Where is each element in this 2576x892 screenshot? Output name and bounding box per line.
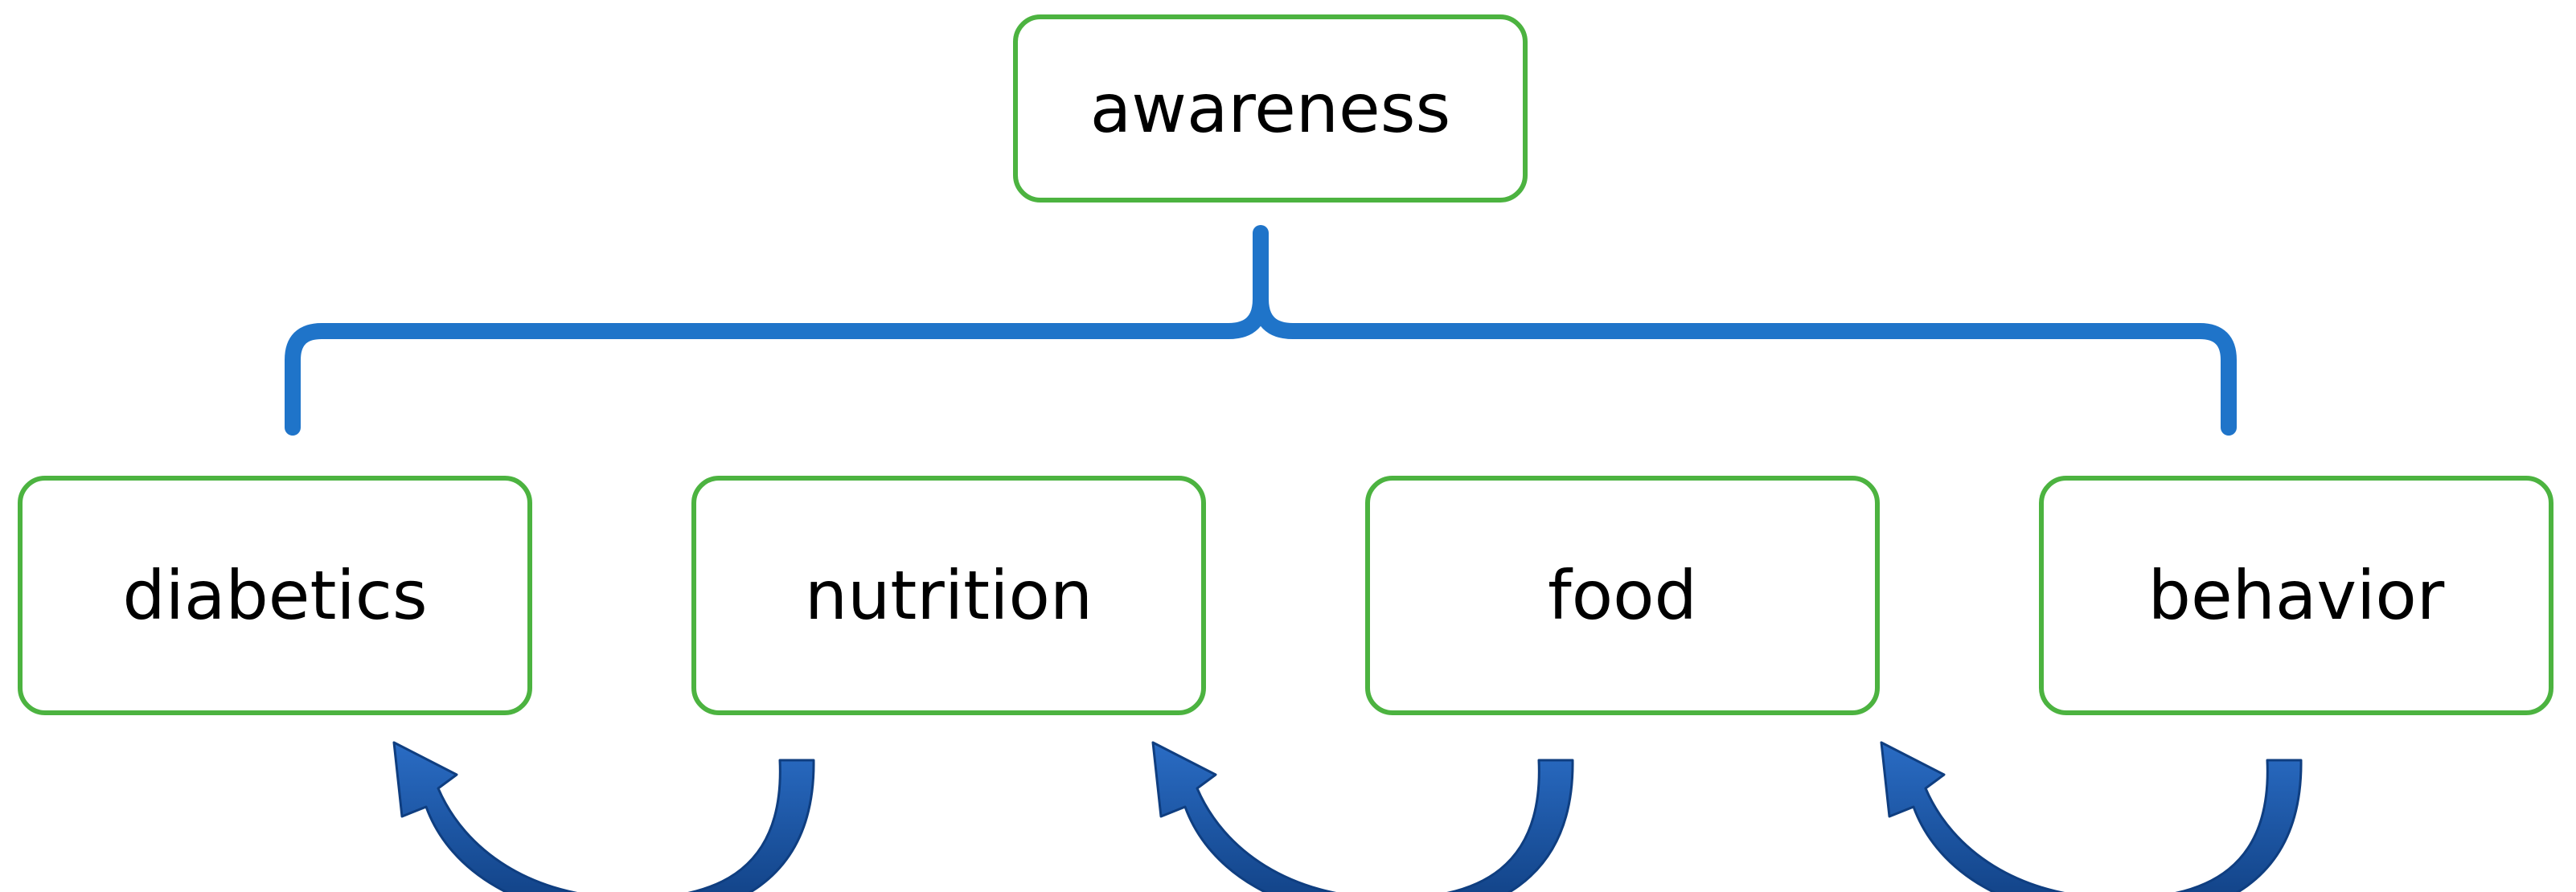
node-food: food: [1365, 476, 1880, 715]
node-diabetics: diabetics: [18, 476, 532, 715]
node-awareness-label: awareness: [1089, 69, 1451, 148]
node-behavior-label: behavior: [2147, 556, 2445, 635]
node-nutrition-label: nutrition: [804, 556, 1093, 635]
brace-path: [285, 225, 2237, 436]
node-food-label: food: [1548, 556, 1697, 635]
arrow-behavior-to-food: [1880, 741, 2303, 892]
node-nutrition: nutrition: [691, 476, 1206, 715]
node-awareness: awareness: [1013, 14, 1528, 203]
node-diabetics-label: diabetics: [122, 556, 428, 635]
arrow-food-to-nutrition: [1151, 741, 1574, 892]
node-behavior: behavior: [2039, 476, 2553, 715]
arrow-nutrition-to-diabetics: [392, 741, 815, 892]
